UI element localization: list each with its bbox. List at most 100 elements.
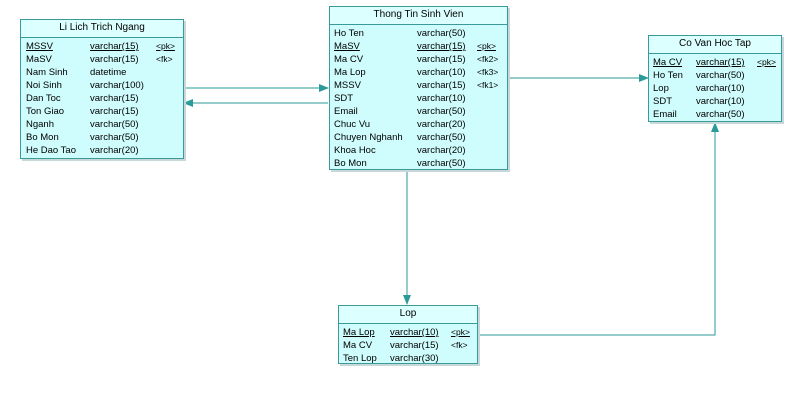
column-type: varchar(15) <box>417 41 466 52</box>
column-type: varchar(20) <box>417 145 466 156</box>
column-name: Bo Mon <box>26 132 59 143</box>
column-type: varchar(50) <box>417 28 466 39</box>
column-type: varchar(15) <box>90 93 139 104</box>
column-row: Noi Sinh varchar(100) <box>21 79 183 92</box>
column-row: Nam Sinh datetime <box>21 66 183 79</box>
column-row: MSSV varchar(15) <pk> <box>21 40 183 53</box>
column-name: Nganh <box>26 119 54 130</box>
column-type: datetime <box>90 67 127 78</box>
column-key: <fk> <box>156 54 173 64</box>
column-key: <pk> <box>451 327 470 337</box>
column-row: Bo Mon varchar(50) <box>21 131 183 144</box>
column-row: SDT varchar(10) <box>649 95 781 108</box>
column-name: Ma Lop <box>334 67 366 78</box>
column-type: varchar(50) <box>90 119 139 130</box>
column-name: Noi Sinh <box>26 80 62 91</box>
column-name: Dan Toc <box>26 93 61 104</box>
column-type: varchar(50) <box>90 132 139 143</box>
column-name: Ho Ten <box>653 70 683 81</box>
column-key: <fk> <box>451 340 468 350</box>
column-name: Lop <box>653 83 669 94</box>
column-type: varchar(10) <box>417 93 466 104</box>
column-name: Ma CV <box>334 54 364 65</box>
column-row: Lop varchar(10) <box>649 82 781 95</box>
column-row: Bo Mon varchar(50) <box>330 157 507 170</box>
column-name: Ma Lop <box>343 327 375 338</box>
entity-title: Thong Tin Sinh Vien <box>330 7 507 25</box>
column-row: MaSV varchar(15) <pk> <box>330 40 507 53</box>
entity-title: Lop <box>339 306 477 324</box>
column-type: varchar(15) <box>417 80 466 91</box>
column-row: Ma CV varchar(15) <fk2> <box>330 53 507 66</box>
column-row: Ma CV varchar(15) <fk> <box>339 339 477 352</box>
column-type: varchar(10) <box>417 67 466 78</box>
column-key: <fk1> <box>477 80 499 90</box>
column-name: Bo Mon <box>334 158 367 169</box>
column-row: Chuc Vu varchar(20) <box>330 118 507 131</box>
column-name: Khoa Hoc <box>334 145 376 156</box>
column-type: varchar(100) <box>90 80 144 91</box>
column-name: Email <box>653 109 677 120</box>
column-row: Dan Toc varchar(15) <box>21 92 183 105</box>
column-key: <pk> <box>757 57 776 67</box>
column-name: Email <box>334 106 358 117</box>
column-type: varchar(50) <box>417 132 466 143</box>
column-name: MSSV <box>26 41 53 52</box>
column-key: <pk> <box>156 41 175 51</box>
column-row: Khoa Hoc varchar(20) <box>330 144 507 157</box>
column-key: <fk3> <box>477 67 499 77</box>
entity-title: Co Van Hoc Tap <box>649 36 781 54</box>
column-type: varchar(50) <box>417 106 466 117</box>
column-type: varchar(15) <box>390 340 439 351</box>
column-type: varchar(30) <box>390 353 439 364</box>
column-name: Nam Sinh <box>26 67 68 78</box>
column-type: varchar(10) <box>390 327 439 338</box>
entity-columns: MSSV varchar(15) <pk> MaSV varchar(15) <fk> Na… <box>21 38 183 157</box>
column-row: Ten Lop varchar(30) <box>339 352 477 365</box>
column-type: varchar(20) <box>90 145 139 156</box>
column-key: <fk2> <box>477 54 499 64</box>
column-type: varchar(20) <box>417 119 466 130</box>
entity-title: Li Lich Trich Ngang <box>21 20 183 38</box>
column-name: He Dao Tao <box>26 145 76 156</box>
column-row: MSSV varchar(15) <fk1> <box>330 79 507 92</box>
column-name: SDT <box>653 96 672 107</box>
column-name: MaSV <box>334 41 360 52</box>
entity-lop[interactable]: Lop Ma Lop varchar(10) <pk> Ma CV varchar(15… <box>338 305 478 364</box>
column-row: He Dao Tao varchar(20) <box>21 144 183 157</box>
column-type: varchar(10) <box>696 96 745 107</box>
column-name: Ton Giao <box>26 106 65 117</box>
column-key: <pk> <box>477 41 496 51</box>
column-type: varchar(15) <box>90 41 139 52</box>
column-name: Ma CV <box>343 340 373 351</box>
column-type: varchar(10) <box>696 83 745 94</box>
column-row: Email varchar(50) <box>330 105 507 118</box>
column-row: Ma Lop varchar(10) <pk> <box>339 326 477 339</box>
column-name: Chuc Vu <box>334 119 371 130</box>
column-name: MaSV <box>26 54 52 65</box>
column-type: varchar(15) <box>417 54 466 65</box>
entity-columns: Ma Lop varchar(10) <pk> Ma CV varchar(15) <fk… <box>339 324 477 365</box>
column-name: Ten Lop <box>343 353 377 364</box>
column-type: varchar(15) <box>90 54 139 65</box>
column-name: MSSV <box>334 80 361 91</box>
relation-lop-to-covan <box>478 122 719 336</box>
column-row: Nganh varchar(50) <box>21 118 183 131</box>
column-type: varchar(50) <box>417 158 466 169</box>
column-row: Ton Giao varchar(15) <box>21 105 183 118</box>
column-name: Chuyen Nghanh <box>334 132 403 143</box>
column-row: Chuyen Nghanh varchar(50) <box>330 131 507 144</box>
column-type: varchar(15) <box>90 106 139 117</box>
